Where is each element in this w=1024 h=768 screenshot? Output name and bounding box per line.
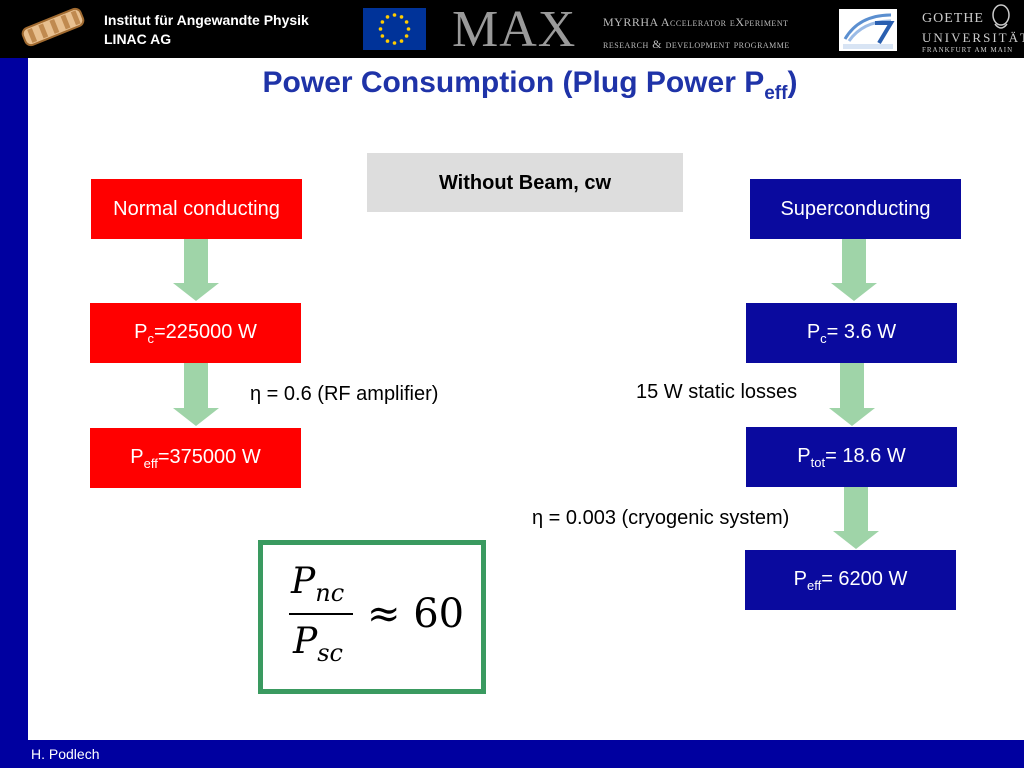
formula-denominator: Psc [293,621,343,667]
super-heading: Superconducting [780,197,931,220]
goethe-portrait-icon [992,4,1010,29]
footer-author: H. Podlech [31,746,100,762]
institute-name: Institut für Angewandte Physik LINAC AG [104,11,309,49]
fraction-bar [289,613,353,615]
super-ptot-box: Ptot= 18.6 W [746,427,957,487]
normal-peff-label: Peff=375000 W [130,446,260,471]
normal-eta-note: η = 0.6 (RF amplifier) [250,383,438,406]
goethe-line2: UNIVERSITÄT [922,30,1024,45]
arrow-down-icon [831,239,877,301]
super-pc-prefix: P [806,320,821,343]
ratio-formula-box: Pnc Psc ≈ 60 [258,540,486,694]
max-logo: MAX [452,1,577,58]
title-main: Power Consumption (Plug Power P [262,66,765,99]
page-title: Power Consumption (Plug Power Peff) [0,66,1024,105]
super-pc-label: Pc= 3.6 W [807,321,896,346]
eu-flag-icon [363,8,426,50]
fp7-logo-icon [839,9,897,51]
institute-line1: Institut für Angewandte Physik [104,12,309,28]
normal-peff-prefix: P [130,445,144,468]
super-ptot-prefix: P [797,444,811,467]
static-losses-note: 15 W static losses [636,381,798,403]
super-ptot-value: = 18.6 W [825,444,906,467]
myrrha-line1: MYRRHA Accelerator eXperiment [603,15,789,29]
normal-peff-box: Peff=375000 W [90,428,301,488]
condition-box: Without Beam, cw [367,153,683,212]
normal-eta-text: = 0.6 (RF amplifier) [261,383,439,405]
cavity-logo-icon [21,7,85,47]
super-ptot-label: Ptot= 18.6 W [797,445,905,470]
super-eta-note: η = 0.003 (cryogenic system) [532,507,789,530]
footer-bar [0,740,1024,768]
super-peff-prefix: P [793,567,807,590]
normal-pc-label: Pc=225000 W [134,321,257,346]
formula-num-sub: nc [315,579,345,608]
normal-eta-symbol: η [250,383,262,405]
arrow-down-icon [173,363,219,426]
formula-den-sub: sc [317,639,343,668]
normal-pc-prefix: P [134,320,148,343]
arrow-down-icon [173,239,219,301]
side-bar [0,58,28,740]
goethe-line3: FRANKFURT AM MAIN [922,46,1014,54]
superconducting-box: Superconducting [750,179,961,239]
super-peff-label: Peff= 6200 W [794,568,908,593]
myrrha-text: MYRRHA Accelerator eXperiment research &… [603,11,790,55]
normal-pc-value: =225000 W [153,320,257,343]
super-peff-sub: eff [806,577,822,593]
super-ptot-sub: tot [810,454,826,470]
title-sub: eff [764,83,788,104]
formula-numerator: Pnc [291,561,344,607]
super-peff-box: Peff= 6200 W [745,550,956,610]
formula-approx: ≈ 60 [367,591,465,637]
normal-conducting-box: Normal conducting [91,179,302,239]
normal-heading: Normal conducting [113,197,280,220]
super-eta-symbol: η [532,507,544,529]
normal-peff-sub: eff [143,455,158,471]
normal-peff-value: =375000 W [157,445,261,468]
super-eta-text: = 0.003 (cryogenic system) [543,507,790,529]
arrow-down-icon [833,487,879,549]
normal-pc-box: Pc=225000 W [90,303,301,363]
arrow-down-icon [829,363,875,426]
super-peff-value: = 6200 W [821,567,908,590]
formula-num-main: P [291,561,316,602]
super-pc-box: Pc= 3.6 W [746,303,957,363]
super-pc-value: = 3.6 W [826,320,897,343]
goethe-line1: GOETHE [922,11,984,26]
institute-line2: LINAC AG [104,31,172,47]
myrrha-line2: research & development programme [603,37,790,51]
formula-den-main: P [293,621,318,662]
normal-pc-sub: c [147,330,154,346]
title-end: ) [787,66,798,99]
super-pc-sub: c [820,330,827,346]
